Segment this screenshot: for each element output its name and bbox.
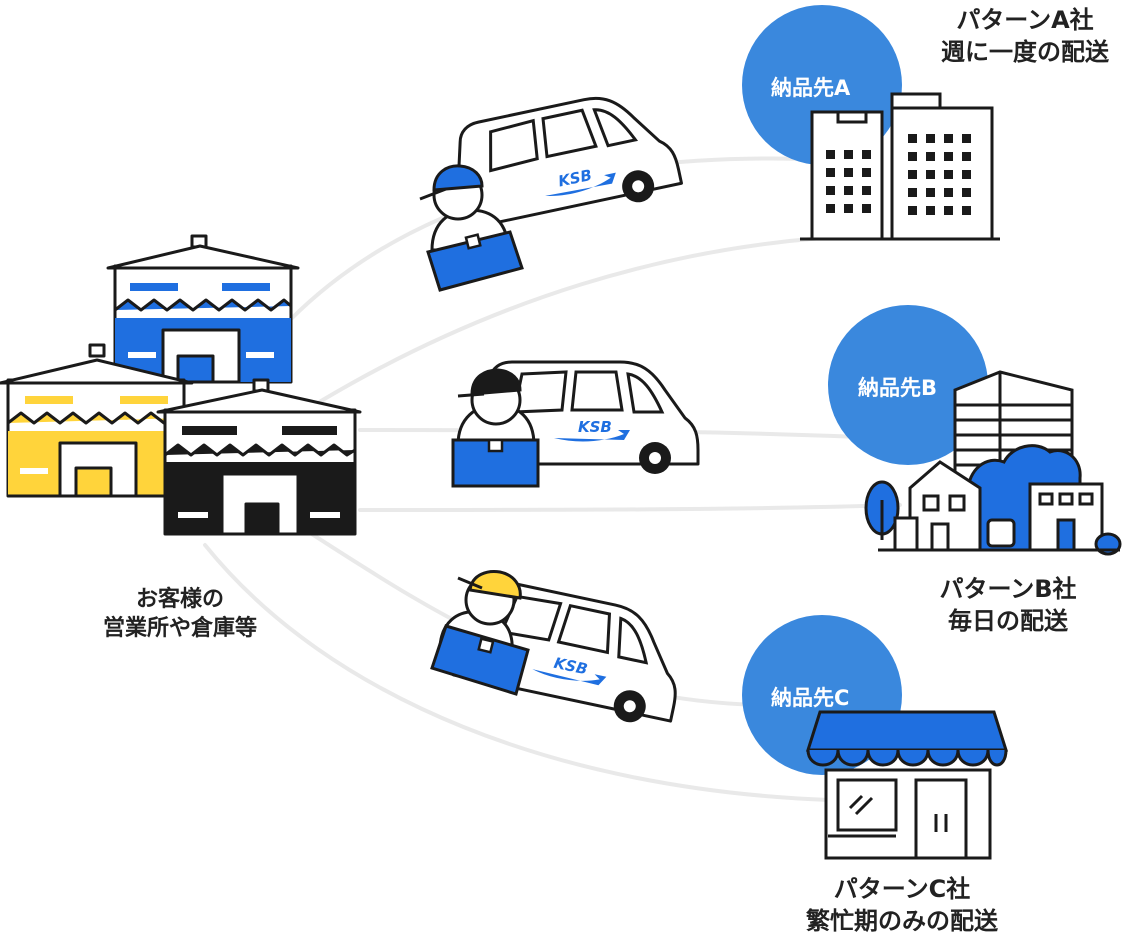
courier-3-cap: [468, 570, 522, 600]
courier-1-cap: [432, 164, 484, 192]
badge-c-label: 納品先C: [771, 686, 850, 710]
warehouse-yellow: [0, 343, 194, 498]
route-to-b-lower: [358, 503, 902, 512]
warehouse-black: [156, 378, 362, 536]
source-caption: お客様の 営業所や倉庫等: [60, 585, 300, 643]
source-label-line1: お客様の: [135, 587, 224, 612]
office-building-icon: [800, 92, 1000, 241]
destination-b-caption: パターンB社 毎日の配送: [898, 574, 1118, 637]
destination-c: [742, 615, 1009, 860]
destination-c-schedule: 繁忙期のみの配送: [806, 906, 998, 935]
destination-a-schedule: 週に一度の配送: [941, 37, 1109, 66]
destination-b: [828, 305, 1122, 556]
van-3: KSB: [449, 573, 694, 733]
destination-c-title: パターンC社: [833, 875, 971, 903]
town-icon: [864, 370, 1122, 556]
badge-a-label: 納品先A: [771, 76, 851, 100]
warehouse-icon: [0, 234, 362, 536]
destination-c-caption: パターンC社 繁忙期のみの配送: [782, 874, 1022, 937]
source-label-line2: 営業所や倉庫等: [102, 616, 257, 642]
van-2: KSB: [474, 360, 700, 476]
route-to-a-lower: [288, 233, 882, 422]
destination-a-caption: パターンA社 週に一度の配送: [915, 5, 1132, 68]
destination-b-schedule: 毎日の配送: [948, 606, 1068, 635]
warehouse-blue: [106, 234, 300, 384]
courier-2: [451, 368, 540, 488]
badge-b-label: 納品先B: [858, 376, 938, 400]
destination-a: [742, 5, 1000, 241]
van-1: KSB: [441, 81, 686, 241]
badge-b-circle: [828, 305, 988, 465]
courier-3: [430, 570, 530, 696]
destination-b-title: パターンB社: [939, 575, 1077, 603]
office-windows: [826, 134, 971, 215]
route-to-c-lower: [203, 543, 832, 802]
destination-a-title: パターンA社: [956, 6, 1094, 34]
shop-icon: [805, 710, 1009, 860]
van-2-brand: KSB: [578, 418, 612, 436]
courier-2-cap: [470, 368, 522, 396]
courier-1: [419, 164, 524, 292]
